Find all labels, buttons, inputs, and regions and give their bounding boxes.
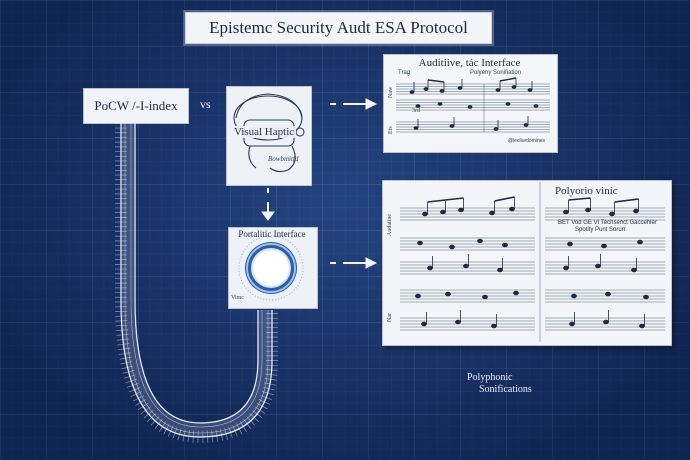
score-book-line-1: BET Vod GE VI Techsenct Gaccehler	[558, 220, 657, 226]
down-arrow	[261, 188, 275, 221]
portal-ring-icon	[238, 235, 304, 301]
polyphonic-score-book	[382, 180, 672, 346]
score-staff-label: Nar	[387, 313, 393, 322]
auditory-staff-label: 3rd	[412, 108, 420, 114]
portal-interface-label: Portalitic Interface	[238, 229, 306, 239]
pocw-node-label: PoCW /-I-index	[94, 98, 178, 113]
auditory-staff-label: Naw	[388, 86, 394, 98]
pocw-node: PoCW /-I-index	[83, 88, 189, 124]
arrow-to-auditory	[330, 98, 378, 110]
u-mesh-tube	[115, 123, 278, 444]
vs-label: vs	[200, 97, 211, 111]
caption-line: Polyphonic	[467, 372, 513, 383]
visual-haptic-label: Visual Haptic	[232, 126, 297, 138]
arrow-to-score-book	[330, 257, 378, 269]
polyphonic-caption: Polyphonic Sonifications	[467, 372, 532, 396]
auditory-interface-title: Auditiive, tác Interface	[418, 57, 521, 69]
score-book-line-2: Spotity Punt Sorurr	[575, 227, 626, 233]
caption-line: Sonifications	[479, 384, 532, 395]
portal-corner-label: Vimc	[231, 295, 244, 301]
auditory-left-label: Trag	[398, 70, 411, 76]
auditory-staff-label: Ets	[388, 126, 394, 134]
title-box: Epistemc Security Audt ESA Protocol	[185, 12, 492, 44]
visual-haptic-sublabel: Bowbmitfd	[268, 155, 299, 163]
auditory-staves	[396, 83, 550, 133]
auditory-right-label: Polyeny Sonifiation	[470, 70, 522, 76]
score-book-page-title: Polyorio vinic	[555, 185, 618, 197]
diagram-title: Epistemc Security Audt ESA Protocol	[209, 18, 468, 37]
auditory-notes	[409, 77, 539, 131]
score-notes	[415, 196, 649, 329]
score-staff-label: Audatine	[387, 214, 393, 236]
auditory-interface-sheet	[383, 54, 558, 153]
auditory-footer: @lecliurdomines	[508, 138, 546, 144]
